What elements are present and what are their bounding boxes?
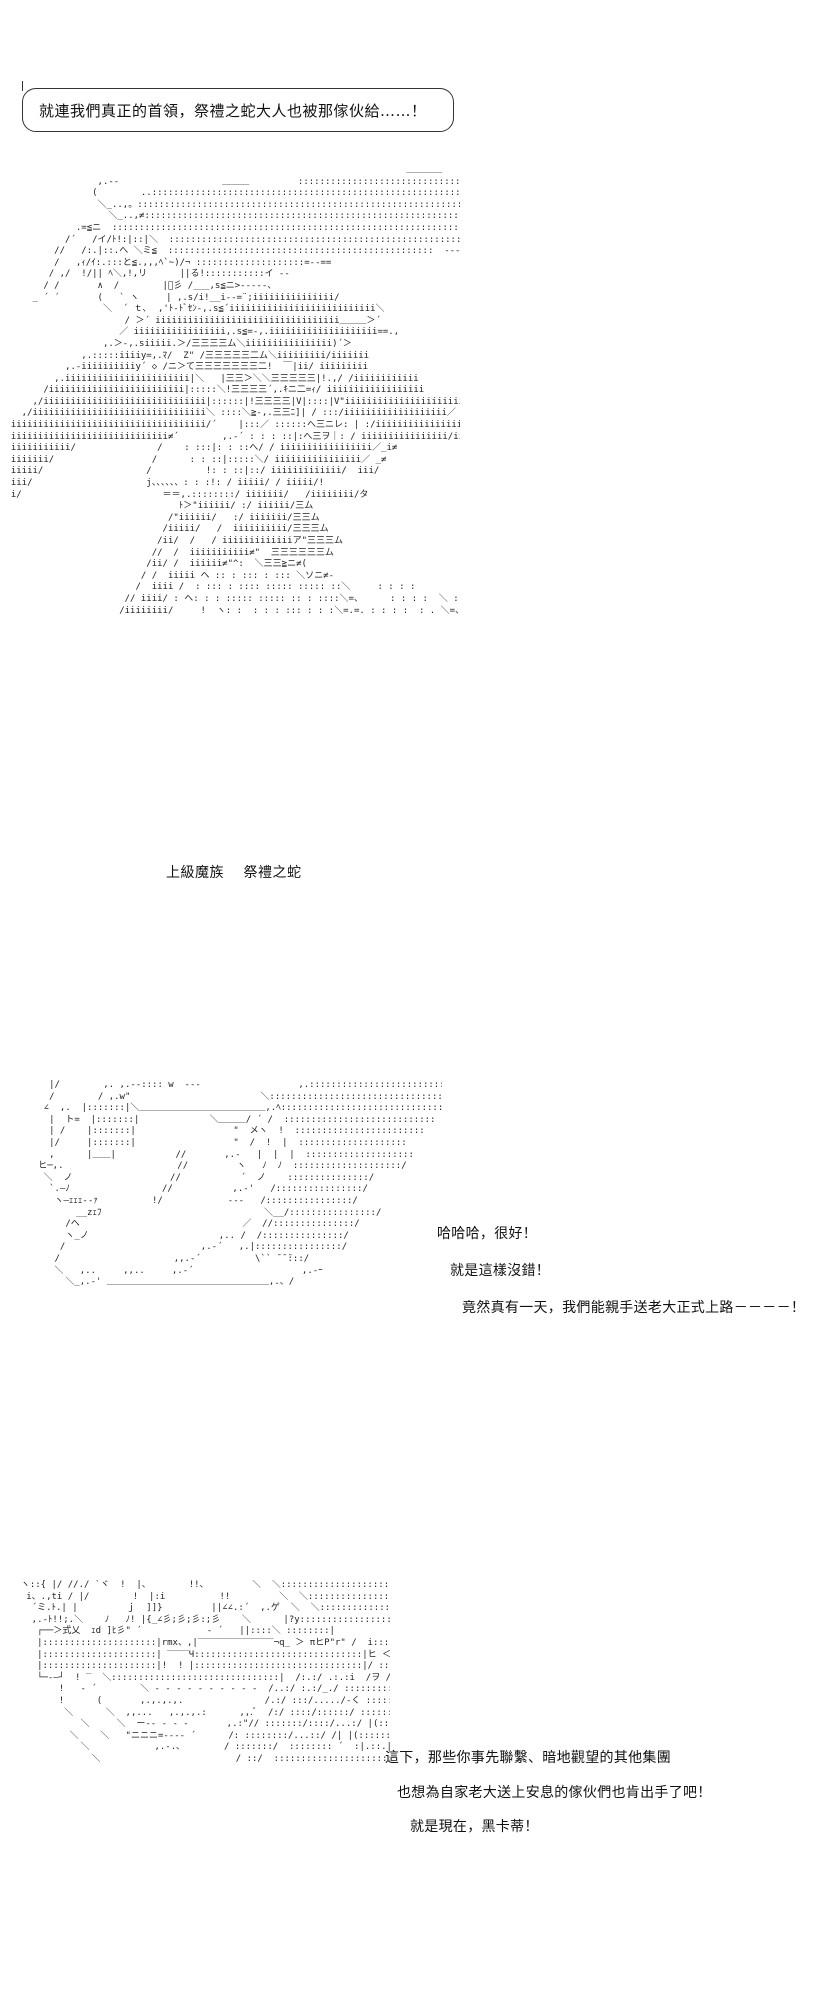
dialog-line-1: 這下，那些你事先聯繫、暗地觀望的其他集團: [385, 1750, 671, 1766]
panel-1: 就連我們真正的首領，祭禮之蛇大人也被那傢伙給……！ ＿＿＿＿ ,.-- ＿＿＿ …: [0, 0, 829, 900]
speech-text: 就連我們真正的首領，祭禮之蛇大人也被那傢伙給……！: [39, 101, 427, 120]
panel-2: |/ ,. ,.--:::: w ‐‐‐ ,.:::::::::::::::::…: [0, 1060, 829, 1410]
dialog-line-1: 哈哈哈，很好！: [437, 1226, 538, 1242]
ascii-art-serpent-priest: ＿＿＿＿ ,.-- ＿＿＿ ::::::::::::::::::::::::::…: [10, 165, 460, 616]
dialog-line-2: 就是這樣沒錯！: [450, 1263, 551, 1279]
dialog-line-3: 就是現在，黑卡蒂！: [410, 1819, 539, 1835]
speech-bubble: 就連我們真正的首領，祭禮之蛇大人也被那傢伙給……！: [22, 81, 454, 132]
dialog-line-2: 也想為自家老大送上安息的傢伙們也肯出手了吧！: [397, 1785, 712, 1801]
dialog-line-3: 竟然真有一天，我們能親手送老大正式上路－－－－！: [462, 1300, 806, 1316]
ascii-art-laughing-villain: |/ ,. ,.--:::: w ‐‐‐ ,.:::::::::::::::::…: [38, 1080, 442, 1288]
panel-3: ヽ::{ |/ //./ `ヾ ! |、 !!、 ＼ ＼::::::::::::…: [0, 1570, 829, 1870]
ascii-art-scheming-villain: ヽ::{ |/ //./ `ヾ ! |、 !!、 ＼ ＼::::::::::::…: [20, 1580, 390, 1764]
character-caption: 上級魔族 祭禮之蛇: [166, 865, 302, 881]
